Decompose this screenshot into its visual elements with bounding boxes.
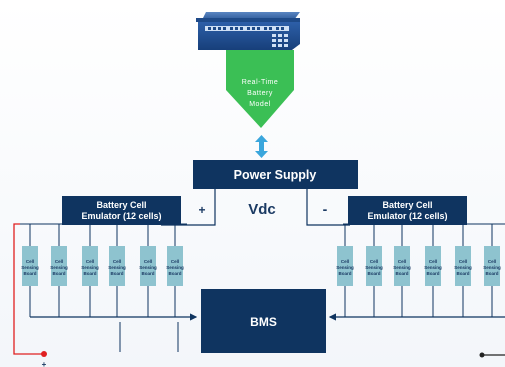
emulator-right-line2: Emulator (12 cells): [367, 211, 447, 221]
cell-sensing-board-label: Sensing: [393, 265, 411, 270]
battery-model-funnel: [226, 50, 294, 128]
model-label-2: Battery: [247, 90, 273, 97]
cell-sensing-board-label: Sensing: [166, 265, 184, 270]
vdc-minus: -: [323, 201, 328, 217]
cell-sensing-board: [366, 246, 382, 286]
cell-sensing-board-label: Board: [485, 271, 498, 276]
cell-sensing-board-label: Sensing: [365, 265, 383, 270]
positive-terminal-wire: [13, 223, 44, 355]
cell-sensing-board-label: Cell: [370, 259, 378, 264]
cell-sensing-board-label: Board: [141, 271, 154, 276]
cell-sensing-board: [51, 246, 67, 286]
cell-sensing-board: [484, 246, 500, 286]
cell-sensing-board: [455, 246, 471, 286]
cell-sensing-board-label: Board: [52, 271, 65, 276]
cell-sensing-board-label: Sensing: [50, 265, 68, 270]
cell-sensing-board: [337, 246, 353, 286]
cell-sensing-board-label: Cell: [113, 259, 121, 264]
cell-sensing-board-label: Board: [23, 271, 36, 276]
model-label-3: Model: [249, 101, 271, 108]
model-label-1: Real-Time: [242, 79, 279, 86]
cell-sensing-board-label: Cell: [398, 259, 406, 264]
cell-sensing-board-label: Cell: [171, 259, 179, 264]
server-rack-icon: [196, 12, 300, 50]
power-supply-label: Power Supply: [234, 168, 317, 182]
cell-sensing-board-label: Sensing: [139, 265, 157, 270]
emulator-right-line1: Battery Cell: [382, 200, 432, 210]
cell-sensing-boards-left: CellSensingBoardCellSensingBoardCellSens…: [21, 246, 184, 317]
cell-sensing-boards-right: CellSensingBoardCellSensingBoardCellSens…: [336, 246, 501, 317]
cell-sensing-board-label: Board: [168, 271, 181, 276]
bms-label: BMS: [250, 315, 277, 329]
terminal-plus: +: [42, 360, 47, 367]
cell-sensing-board: [22, 246, 38, 286]
cell-sensing-board-label: Sensing: [21, 265, 39, 270]
cell-sensing-board-label: Cell: [459, 259, 467, 264]
cell-sensing-board-label: Board: [395, 271, 408, 276]
cell-sensing-board-label: Sensing: [424, 265, 442, 270]
cell-sensing-board: [109, 246, 125, 286]
cell-sensing-board-label: Cell: [26, 259, 34, 264]
bus-drops-right: [344, 224, 493, 246]
bus-drops-left: [29, 224, 176, 246]
emulator-left-line1: Battery Cell: [96, 200, 146, 210]
cell-sensing-board-label: Sensing: [336, 265, 354, 270]
cell-sensing-board-label: Sensing: [483, 265, 501, 270]
cell-sensing-board-label: Cell: [86, 259, 94, 264]
cell-sensing-board: [82, 246, 98, 286]
cell-sensing-board-label: Board: [456, 271, 469, 276]
cell-sensing-board-label: Cell: [429, 259, 437, 264]
cell-sensing-board-label: Cell: [341, 259, 349, 264]
vdc-label: Vdc: [248, 201, 276, 218]
emulator-left-box: [62, 196, 181, 225]
cell-sensing-board-label: Cell: [55, 259, 63, 264]
cell-sensing-board-label: Board: [110, 271, 123, 276]
cell-sensing-board-label: Board: [367, 271, 380, 276]
cell-sensing-board: [140, 246, 156, 286]
power-supply-box: [193, 160, 358, 189]
bidirectional-arrow-icon: [255, 135, 268, 158]
cell-sensing-board-label: Sensing: [108, 265, 126, 270]
cell-sensing-board-label: Board: [338, 271, 351, 276]
cell-sensing-board-label: Board: [426, 271, 439, 276]
positive-terminal-dot: [41, 351, 47, 357]
emulator-left-line2: Emulator (12 cells): [81, 211, 161, 221]
cell-sensing-board: [167, 246, 183, 286]
vdc-line-right: [306, 189, 350, 226]
cell-sensing-board: [394, 246, 410, 286]
cell-sensing-board-label: Sensing: [81, 265, 99, 270]
negative-terminal-dot: [479, 352, 485, 358]
cell-sensing-board: [425, 246, 441, 286]
cell-sensing-board-label: Cell: [488, 259, 496, 264]
bms-box: [201, 289, 326, 353]
cell-sensing-board-label: Cell: [144, 259, 152, 264]
cell-sensing-board-label: Board: [83, 271, 96, 276]
vdc-plus: +: [198, 203, 205, 217]
cell-sensing-board-label: Sensing: [454, 265, 472, 270]
emulator-right-box: [348, 196, 467, 225]
